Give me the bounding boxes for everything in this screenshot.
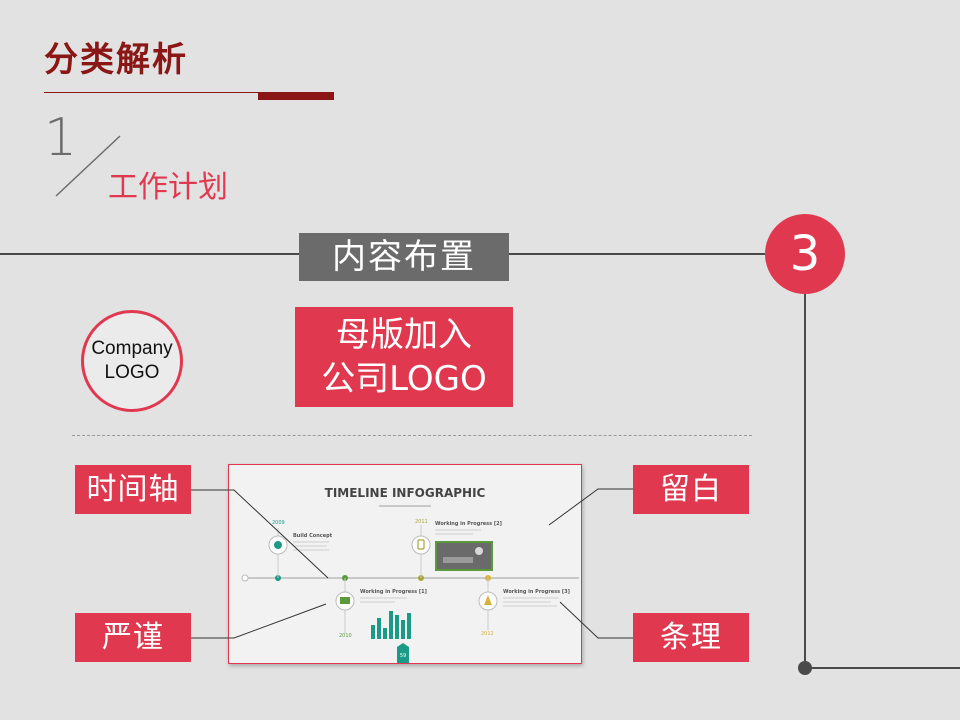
callout-rigorous: 严谨 — [75, 613, 191, 662]
logo-line-2: LOGO — [104, 362, 160, 383]
step-build-concept: Build Concept — [293, 533, 333, 539]
step-working-2: Working in Progress [2] — [435, 521, 502, 527]
title-underline — [44, 92, 334, 93]
year-2010: 2010 — [339, 633, 352, 639]
logo-line-1: Company — [91, 338, 173, 359]
master-note-line-2: 公司LOGO — [321, 359, 487, 399]
year-2011: 2011 — [415, 519, 428, 525]
master-logo-note: 母版加入 公司LOGO — [295, 307, 513, 407]
thumbnail-badge: 59 — [400, 653, 406, 659]
content-tag: 内容布置 — [299, 233, 509, 281]
step-number-badge: 3 — [765, 214, 845, 294]
step-working-1: Working in Progress [1] — [360, 589, 427, 595]
step-working-3: Working in Progress [3] — [503, 589, 570, 595]
callout-orderly: 条理 — [633, 613, 749, 662]
master-note-line-1: 母版加入 — [336, 315, 472, 355]
callout-whitespace: 留白 — [633, 465, 749, 514]
slide-title: 分类解析 — [44, 40, 188, 80]
title-underline-accent — [258, 92, 334, 100]
year-2009: 2009 — [272, 520, 285, 526]
timeline-infographic-thumbnail: TIMELINE INFOGRAPHIC 2009 Build Concept … — [228, 464, 582, 664]
section-number: 1 — [44, 108, 78, 168]
timeline-infographic-graphic: TIMELINE INFOGRAPHIC 2009 Build Concept … — [241, 486, 579, 663]
dashed-divider — [72, 435, 752, 436]
thumbnail-title: TIMELINE INFOGRAPHIC — [325, 486, 486, 500]
year-2012: 2012 — [481, 631, 494, 637]
company-logo-placeholder: Company LOGO — [81, 310, 183, 412]
callout-timeline-axis: 时间轴 — [75, 465, 191, 514]
section-label: 工作计划 — [108, 170, 228, 205]
